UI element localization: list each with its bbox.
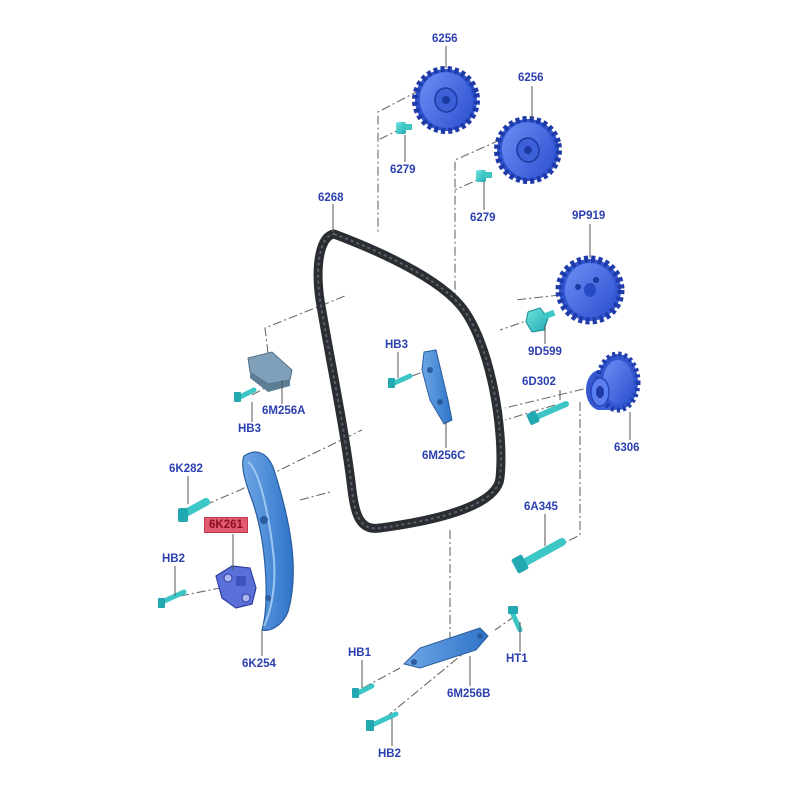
label-6m256c: 6M256C bbox=[422, 450, 466, 462]
tensioner-arm bbox=[242, 451, 294, 631]
label-6279-left: 6279 bbox=[390, 164, 416, 176]
camshaft-sprocket-left bbox=[412, 66, 480, 134]
bolt-ht1 bbox=[508, 606, 523, 633]
bolt-hb3-left bbox=[234, 387, 257, 402]
label-6k282: 6K282 bbox=[169, 463, 203, 475]
bolt-6d302 bbox=[526, 401, 569, 425]
label-hb2-left: HB2 bbox=[162, 553, 186, 565]
bolt-hb1 bbox=[352, 683, 375, 698]
label-6a345: 6A345 bbox=[524, 501, 558, 513]
label-6d302: 6D302 bbox=[522, 376, 556, 388]
bolt-6279-right bbox=[476, 170, 492, 182]
bolt-hb2-left bbox=[158, 589, 187, 608]
label-6256-left: 6256 bbox=[432, 33, 458, 45]
label-9p919: 9P919 bbox=[572, 210, 606, 222]
bolt-6a345 bbox=[511, 538, 566, 574]
label-6k261-highlighted: 6K261 bbox=[204, 517, 248, 533]
upper-chain-guide bbox=[247, 351, 293, 392]
label-hb2-bottom: HB2 bbox=[378, 748, 402, 760]
bolt-6k282 bbox=[178, 498, 210, 522]
leader-lines bbox=[179, 89, 601, 719]
lower-chain-guide bbox=[403, 627, 489, 669]
camshaft-sprocket-right bbox=[494, 116, 562, 184]
label-6m256b: 6M256B bbox=[447, 688, 491, 700]
label-6m256a: 6M256A bbox=[262, 405, 306, 417]
crankshaft-sprocket bbox=[586, 351, 641, 413]
label-6k254: 6K254 bbox=[242, 658, 276, 670]
bolt-6279-left bbox=[396, 122, 412, 134]
label-6268: 6268 bbox=[318, 192, 344, 204]
exhaust-sprocket bbox=[555, 255, 625, 325]
label-hb1: HB1 bbox=[348, 647, 372, 659]
bolt-9d599 bbox=[525, 307, 556, 333]
label-6256-right: 6256 bbox=[518, 72, 544, 84]
label-ht1: HT1 bbox=[506, 653, 528, 665]
label-hb3-center: HB3 bbox=[385, 339, 409, 351]
bolt-hb3-center bbox=[388, 373, 413, 388]
timing-chain bbox=[313, 229, 506, 533]
label-6306: 6306 bbox=[614, 442, 640, 454]
label-hb3-left: HB3 bbox=[238, 423, 262, 435]
label-9d599: 9D599 bbox=[528, 346, 562, 358]
bolt-hb2-bottom bbox=[366, 711, 399, 731]
label-6279-right: 6279 bbox=[470, 212, 496, 224]
chain-tensioner bbox=[215, 565, 257, 609]
center-chain-guide bbox=[421, 349, 453, 425]
callout-lines bbox=[174, 46, 631, 746]
